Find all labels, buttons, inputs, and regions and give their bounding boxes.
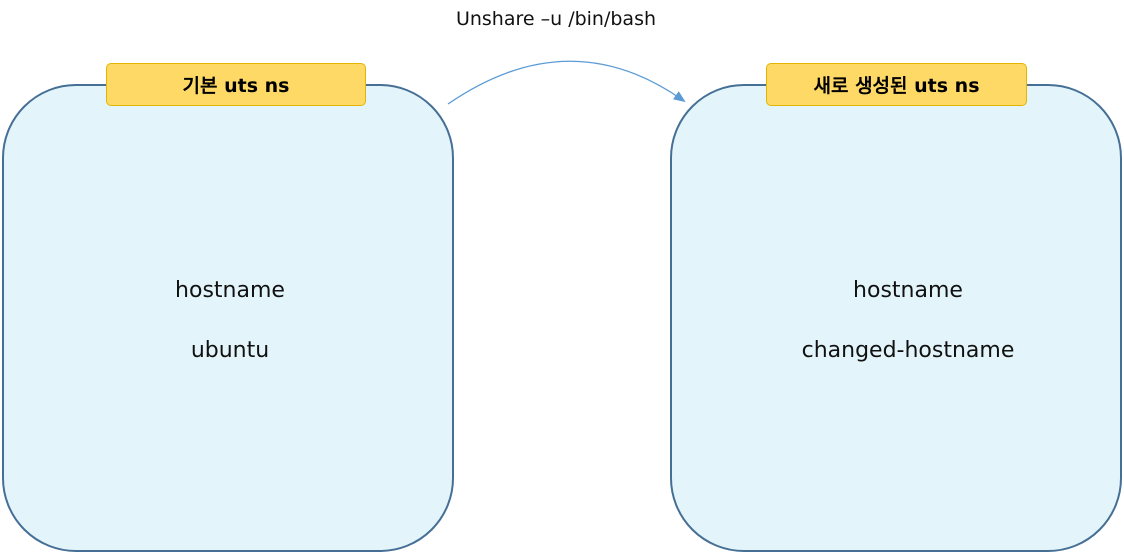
default-hostname-key: hostname: [175, 278, 285, 303]
created-uts-namespace-title: 새로 생성된 uts ns: [766, 63, 1027, 106]
default-uts-namespace-box: [2, 84, 454, 552]
unshare-command-label: Unshare –u /bin/bash: [455, 8, 657, 30]
created-hostname-key: hostname: [853, 278, 963, 303]
created-uts-namespace-box: [670, 84, 1122, 552]
default-hostname-value: ubuntu: [190, 338, 270, 363]
unshare-arrow-curve: [447, 60, 686, 105]
default-uts-namespace-title: 기본 uts ns: [106, 63, 366, 106]
created-hostname-value: changed-hostname: [801, 338, 1015, 363]
